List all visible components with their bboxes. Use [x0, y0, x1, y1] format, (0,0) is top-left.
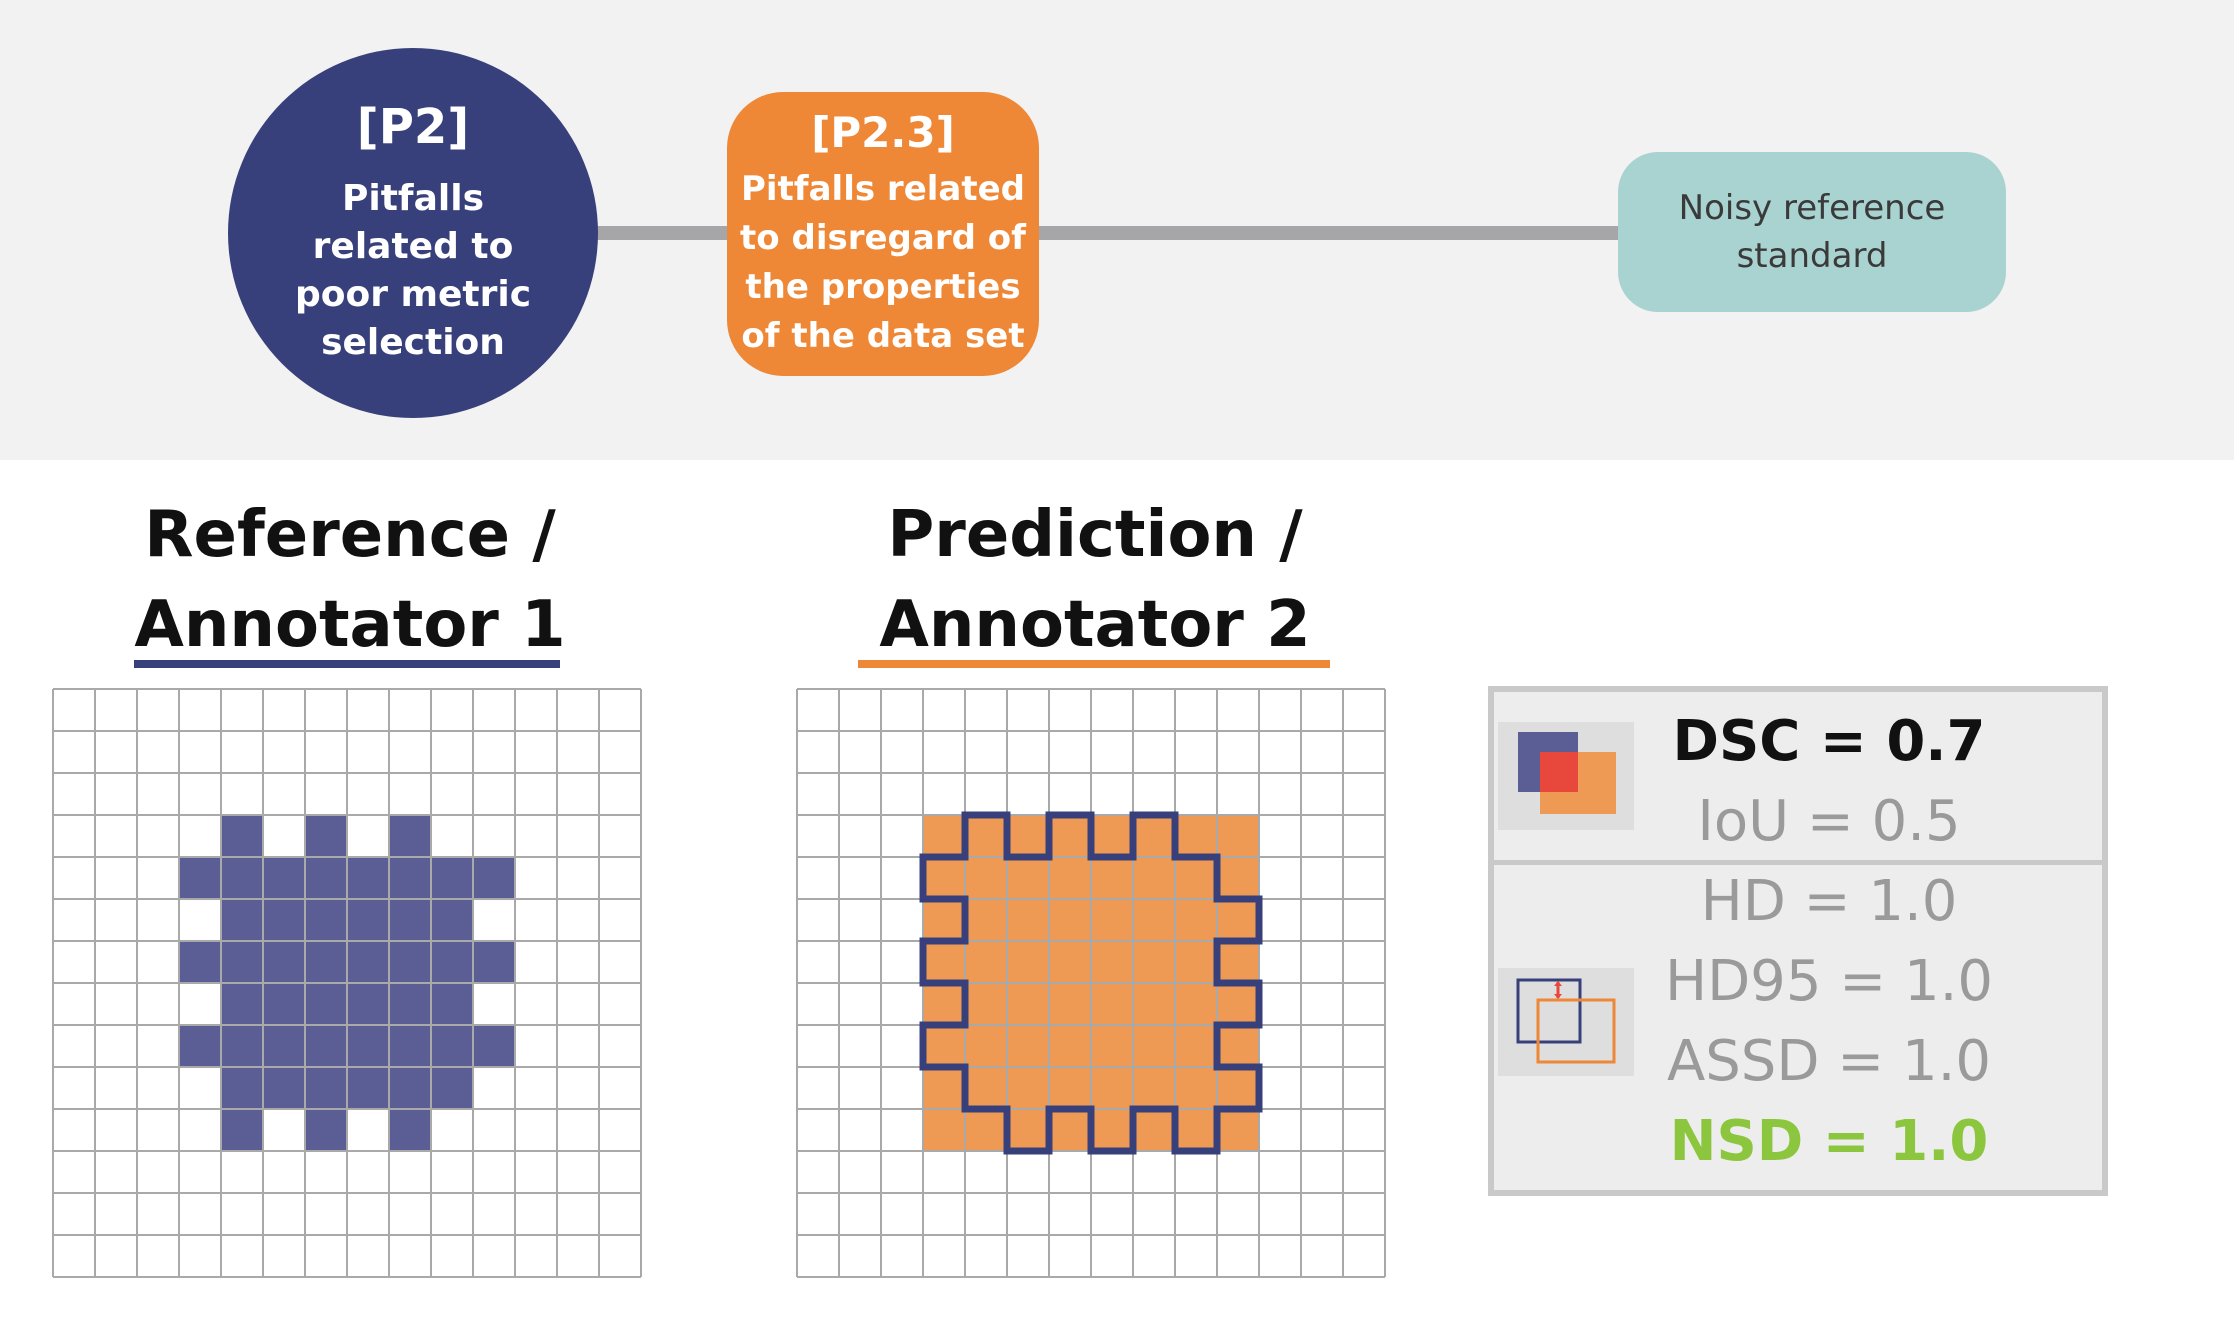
reference-mask-cell — [347, 983, 390, 1026]
reference-mask-cell — [431, 941, 474, 984]
reference-mask-cell — [389, 1025, 432, 1068]
reference-underline — [134, 660, 560, 668]
reference-mask-cell — [347, 899, 390, 942]
pitfall-header-band: [P2] Pitfalls related to poor metric sel… — [0, 0, 2234, 460]
reference-mask-cell — [389, 815, 432, 858]
reference-mask-cell — [221, 1067, 264, 1110]
assd-value: ASSD = 1.0 — [1666, 1029, 1992, 1094]
reference-mask-cell — [179, 941, 222, 984]
reference-mask-cell — [389, 1109, 432, 1152]
reference-mask-cell — [305, 899, 348, 942]
prediction-underline — [858, 660, 1330, 668]
reference-mask-cell — [305, 1109, 348, 1152]
reference-mask-cell — [179, 1025, 222, 1068]
iou-value: IoU = 0.5 — [1697, 789, 1961, 854]
reference-mask-cell — [221, 899, 264, 942]
reference-mask-cell — [347, 1025, 390, 1068]
pitfall-category-code: [P2] — [356, 99, 470, 155]
reference-mask-cell — [263, 899, 306, 942]
reference-grid — [52, 688, 642, 1278]
reference-mask-cell — [263, 857, 306, 900]
pitfall-source-node: Noisy reference standard — [1618, 152, 2006, 312]
reference-mask-cell — [221, 1025, 264, 1068]
reference-mask-cell — [431, 1025, 474, 1068]
reference-mask-cell — [263, 983, 306, 1026]
reference-mask-cell — [389, 983, 432, 1026]
reference-mask-cell — [389, 857, 432, 900]
reference-mask — [179, 815, 516, 1152]
reference-mask-cell — [263, 1067, 306, 1110]
reference-mask-cell — [305, 857, 348, 900]
reference-mask-cell — [431, 1067, 474, 1110]
reference-mask-cell — [305, 1025, 348, 1068]
pitfall-category-description: Pitfalls related to poor metric selectio… — [294, 178, 532, 363]
reference-mask-cell — [221, 857, 264, 900]
prediction-grid-lines — [796, 688, 1386, 1278]
reference-mask-cell — [263, 1025, 306, 1068]
hd-value: HD = 1.0 — [1700, 869, 1958, 934]
pitfall-subcategory-code: [P2.3] — [811, 107, 955, 157]
reference-mask-cell — [473, 857, 516, 900]
reference-mask-cell — [305, 1067, 348, 1110]
metrics-panel: DSC = 0.7 IoU = 0.5 HD = 1.0 HD95 = 1.0 … — [1488, 686, 2108, 1196]
reference-mask-cell — [221, 983, 264, 1026]
reference-mask-cell — [431, 983, 474, 1026]
reference-mask-cell — [305, 983, 348, 1026]
reference-mask-cell — [431, 899, 474, 942]
reference-mask-cell — [347, 1067, 390, 1110]
reference-mask-cell — [305, 815, 348, 858]
pitfall-source-label: Noisy reference standard — [1678, 188, 1946, 276]
reference-mask-cell — [389, 1067, 432, 1110]
reference-mask-cell — [305, 941, 348, 984]
reference-mask-cell — [179, 857, 222, 900]
overlap-icon — [1498, 722, 1634, 834]
pitfall-subcategory-description: Pitfalls related to disregard of the pro… — [740, 168, 1026, 356]
pitfall-subcategory-node: [P2.3] Pitfalls related to disregard of … — [727, 92, 1039, 376]
reference-title: Reference / Annotator 1 — [134, 498, 566, 662]
reference-mask-cell — [221, 1109, 264, 1152]
reference-mask-cell — [347, 857, 390, 900]
dsc-value: DSC = 0.7 — [1672, 709, 1986, 774]
reference-grid-lines — [52, 688, 642, 1278]
reference-mask-cell — [221, 941, 264, 984]
reference-mask-cell — [431, 857, 474, 900]
metrics-divider — [1494, 860, 2102, 865]
prediction-title: Prediction / Annotator 2 — [879, 498, 1311, 662]
reference-contour-overlay — [919, 811, 1263, 1155]
prediction-grid — [796, 688, 1386, 1278]
nsd-value: NSD = 1.0 — [1669, 1109, 1989, 1174]
reference-mask-cell — [389, 941, 432, 984]
reference-mask-cell — [221, 815, 264, 858]
hd95-value: HD95 = 1.0 — [1664, 949, 1994, 1014]
reference-mask-cell — [473, 941, 516, 984]
reference-mask-cell — [389, 899, 432, 942]
boundary-distance-icon — [1498, 968, 1634, 1080]
reference-mask-cell — [263, 941, 306, 984]
pitfall-category-node: [P2] Pitfalls related to poor metric sel… — [228, 48, 598, 418]
reference-mask-cell — [473, 1025, 516, 1068]
reference-mask-cell — [347, 941, 390, 984]
